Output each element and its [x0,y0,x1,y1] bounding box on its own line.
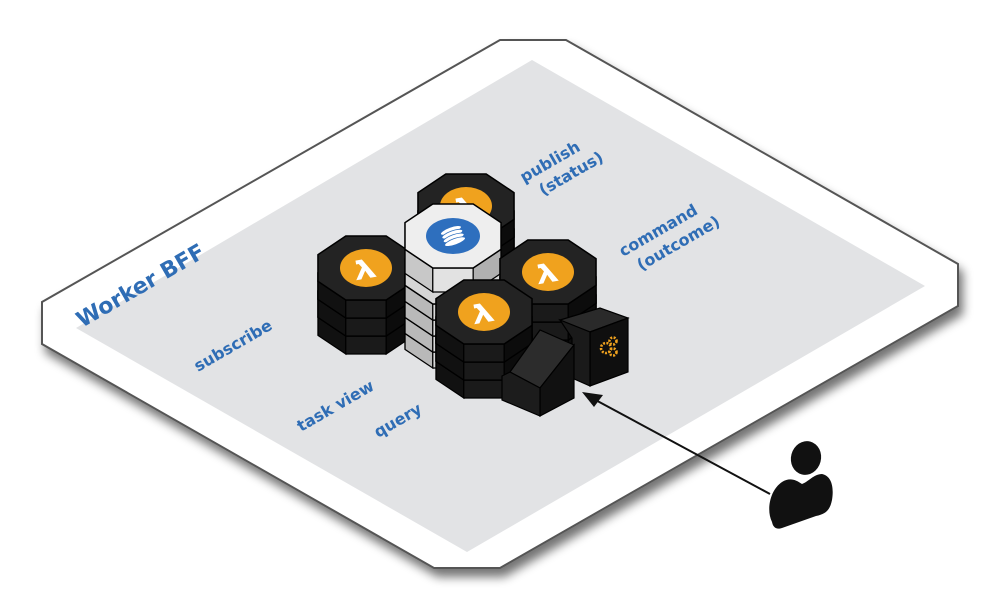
user-icon [769,441,833,529]
request-arrow [582,392,771,495]
stack-side-face [463,343,505,363]
gears-icon [599,336,618,357]
stack-side-face [463,379,505,399]
api-gateway [501,307,630,417]
arrowhead-icon [582,392,603,407]
stack-side-face [345,299,387,319]
database-icon [440,225,466,247]
stack-side-face [345,317,387,337]
stack-side-face [345,335,387,355]
lambda-left-stack [317,235,415,356]
stack-side-face [463,361,505,381]
component-stacks [317,173,630,417]
